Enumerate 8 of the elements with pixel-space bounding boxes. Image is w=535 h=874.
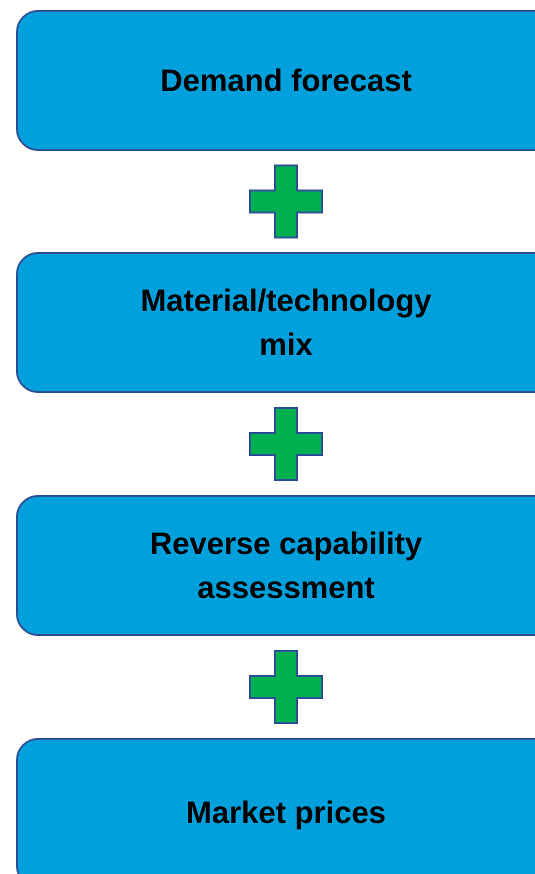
box-label: Material/technology mix (139, 282, 433, 364)
box-label: Demand forecast (159, 62, 413, 100)
process-box (16, 10, 535, 151)
process-box (16, 495, 535, 636)
process-box (16, 252, 535, 393)
box-label: Reverse capability assessment (148, 525, 424, 606)
box-label: Market prices (185, 794, 387, 832)
process-box (16, 738, 535, 874)
